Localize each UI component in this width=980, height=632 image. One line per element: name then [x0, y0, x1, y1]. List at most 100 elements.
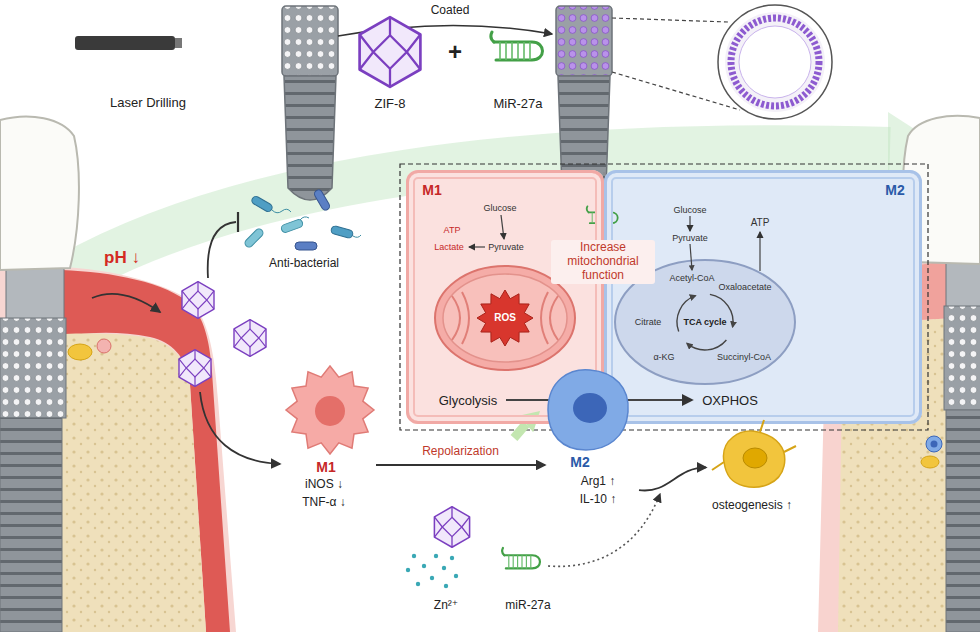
- ros-label: ROS: [494, 312, 516, 324]
- condition-label: pH ↓: [104, 248, 140, 268]
- zinc-ions: [406, 507, 470, 588]
- metabolite: Pyruvate: [672, 233, 708, 243]
- bacteria: [243, 227, 264, 248]
- m2-macrophage-outline: [545, 366, 639, 512]
- pathway-arrow: [469, 246, 485, 247]
- mitochondrion: [443, 274, 567, 362]
- inflamed-implant-site: [0, 117, 236, 632]
- effect-label: Increase mitochondrial function: [551, 240, 655, 283]
- drilled-implant: [284, 76, 336, 200]
- bacteria: [295, 242, 317, 250]
- material-name: miR-27a: [505, 599, 550, 613]
- metabolite: Succinyl-CoA: [717, 352, 771, 362]
- metabolite: ATP: [751, 217, 770, 229]
- step-label: Laser Drilling: [110, 96, 186, 111]
- healed-implant-site: [944, 306, 980, 410]
- step-label: Coated: [431, 4, 470, 18]
- drilled-implant: [282, 6, 338, 200]
- coated-implant: [556, 6, 612, 76]
- zif8-particles: [234, 320, 266, 357]
- flow-arrow: [639, 467, 706, 490]
- metabolite: Lactate: [434, 242, 464, 252]
- zif8-particles: [208, 222, 236, 278]
- m2-metabolism-panel: M2OXPHOS Acetyl-CoA OxaloacetateCitrate TCA…: [604, 170, 922, 424]
- zif8-particles: [237, 212, 239, 232]
- outcome-label: osteogenesis ↑: [712, 499, 792, 513]
- zinc-ions: [430, 576, 434, 580]
- marker-change: IL-10 ↑: [580, 493, 617, 507]
- panel-title: M1: [422, 182, 441, 198]
- healed-implant-site: [931, 441, 938, 448]
- mirna-hairpin: [502, 548, 540, 569]
- metabolite: α-KG: [653, 352, 674, 362]
- mirna-hairpin: [491, 32, 543, 60]
- pathway-arrow: [501, 215, 504, 239]
- zif8-particles: [182, 282, 214, 319]
- delivery-arrow: [548, 494, 660, 566]
- zif8-particles: [179, 350, 211, 387]
- coating-zoom: [731, 18, 819, 106]
- zinc-ions: [412, 554, 416, 558]
- zinc-ions: [416, 582, 420, 586]
- effect-label: Anti-bacterial: [269, 257, 339, 271]
- coating-zoom: [725, 12, 825, 112]
- edge-label: Repolarization: [422, 445, 499, 459]
- inflamed-implant-site: [92, 294, 160, 312]
- inflamed-implant-site: [0, 266, 236, 632]
- cell-type: M1: [316, 459, 335, 475]
- inflamed-implant-site: [0, 418, 62, 632]
- ros-burst: ROS: [476, 289, 534, 347]
- bacteria: [250, 195, 273, 213]
- m2-macrophage: M2Arg1 ↑ IL-10 ↑: [545, 366, 639, 512]
- marker-change: Arg1 ↑: [581, 475, 616, 489]
- cycle-name: TCA cycle: [683, 317, 726, 327]
- inflamed-implant-site: [68, 344, 92, 360]
- drilled-implant: [282, 6, 338, 76]
- inflamed-implant-site: [0, 117, 79, 270]
- plus-sign: +: [448, 38, 462, 66]
- zinc-ions: [454, 574, 458, 578]
- zif8-particles: [200, 392, 280, 464]
- zinc-ions: [450, 556, 454, 560]
- metabolite: Pyruvate: [488, 242, 524, 252]
- laser-drill: [75, 36, 280, 50]
- metabolism-frame: [400, 164, 928, 430]
- inflamed-implant-site: [97, 339, 111, 353]
- healed-implant-site: [946, 410, 980, 632]
- healed-implant-site: [926, 436, 942, 452]
- bacteria: [330, 225, 353, 238]
- coating-zoom: [612, 5, 832, 119]
- metabolite: Oxaloacetate: [718, 282, 771, 292]
- pathway-name: OXPHOS: [702, 394, 758, 409]
- osteoblast: osteogenesis ↑: [706, 426, 800, 518]
- metabolism-frame: [400, 164, 928, 430]
- metabolite: Acetyl-CoA: [669, 273, 714, 283]
- zinc-ions: [434, 507, 469, 547]
- pathway-arrow: [689, 216, 690, 231]
- flow-arrow: [376, 464, 545, 466]
- metabolite: ATP: [444, 225, 461, 235]
- zinc-ions: [444, 584, 448, 588]
- laser-drill: [75, 36, 175, 50]
- zif8-crystal: [360, 17, 421, 87]
- coating-zoom: [718, 5, 832, 119]
- zif8-particles: [179, 212, 280, 464]
- cell-type: M2: [570, 454, 589, 470]
- bacteria: [313, 188, 331, 211]
- laser-drill: [175, 38, 182, 48]
- inflamed-implant-site: [6, 262, 64, 320]
- panel-title: M2: [885, 182, 904, 198]
- ion-label: Zn²⁺: [434, 599, 458, 613]
- laser-drill: [182, 42, 280, 45]
- pathway-arrow: [759, 232, 760, 271]
- repolarization-hint: [514, 411, 540, 438]
- metabolite: Citrate: [635, 317, 662, 327]
- material-name: ZIF-8: [374, 97, 405, 112]
- pathway-name: Glycolysis: [439, 394, 498, 409]
- m1-macrophage: M1iNOS ↓TNF-α ↓: [284, 364, 376, 513]
- coating-zoom: [739, 26, 811, 98]
- zinc-ions: [434, 554, 438, 558]
- bacteria: [243, 188, 361, 250]
- metabolite: Glucose: [673, 205, 706, 215]
